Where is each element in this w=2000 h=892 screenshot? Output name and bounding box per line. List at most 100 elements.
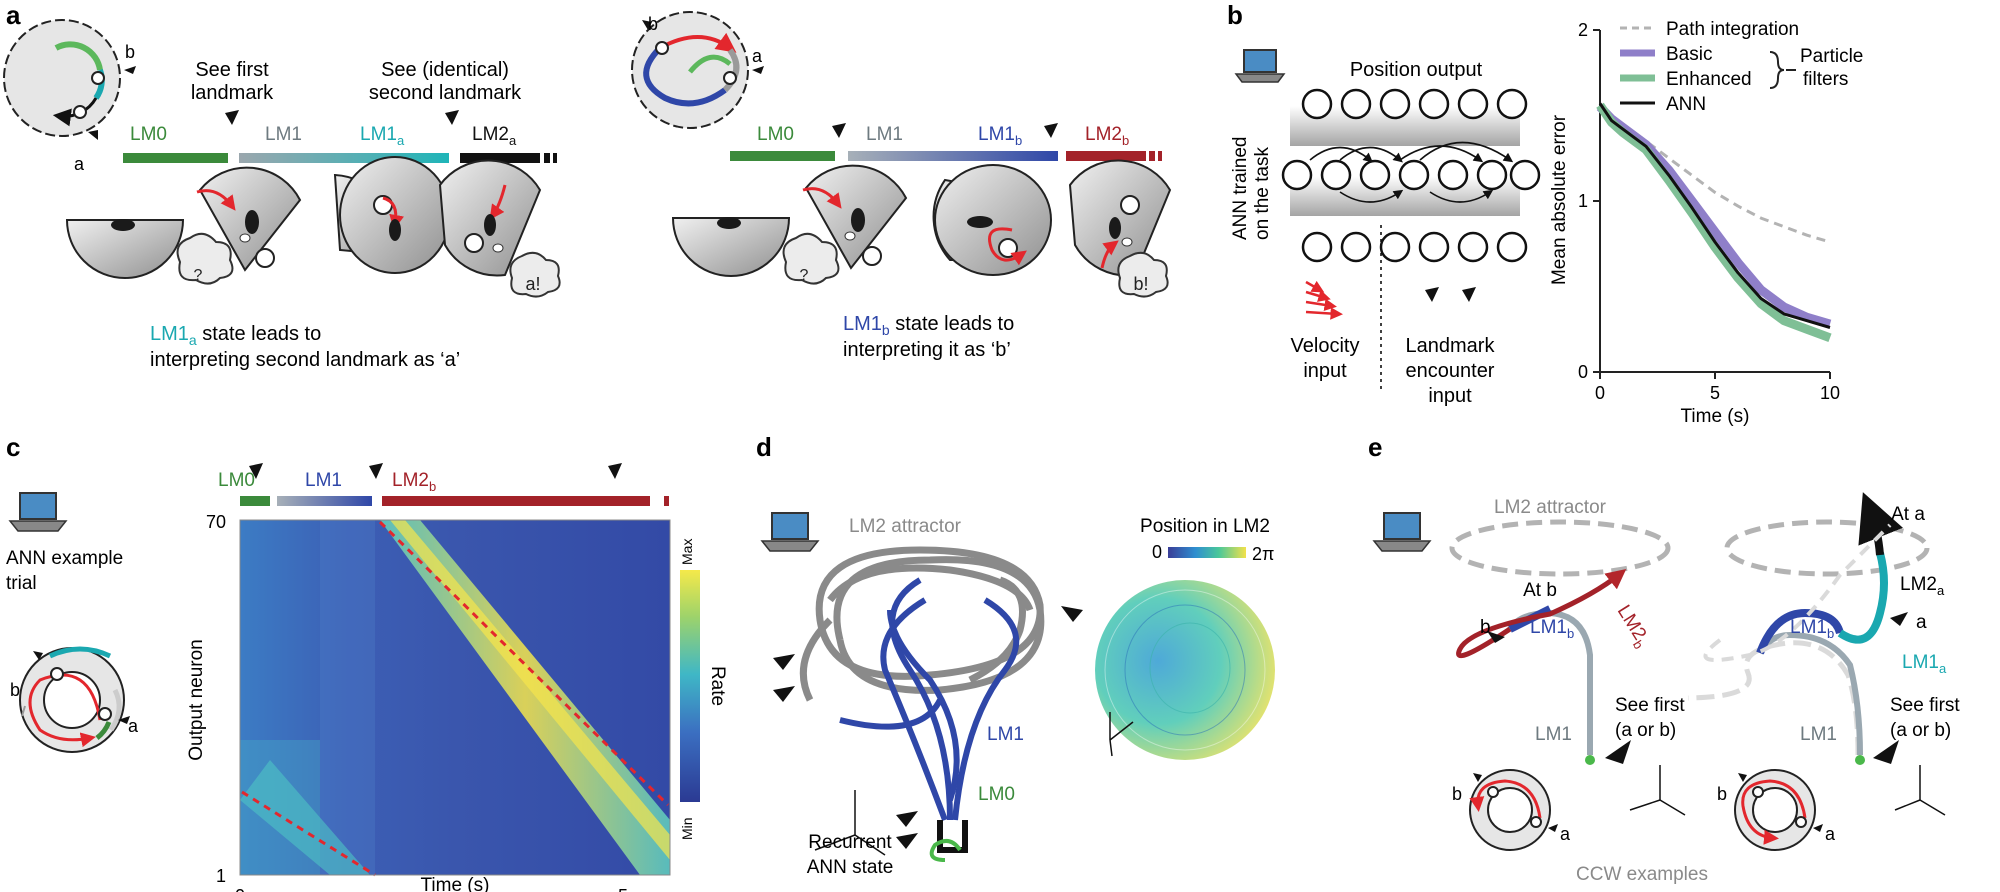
position-cloud (1095, 580, 1275, 760)
attractor-title-d: LM2 attractor (849, 516, 962, 537)
arrowhead-right-2 (1044, 123, 1058, 138)
arena-diagram-left (3, 19, 136, 140)
y-tick-70: 70 (206, 512, 226, 532)
legend-group-line1: Particle (1800, 46, 1863, 67)
y-tick-1: 1 (216, 866, 226, 886)
b-label-e: b (1480, 617, 1491, 638)
see-first-line1: See first (195, 59, 269, 81)
position-colorbar (1168, 547, 1246, 558)
attractor-trajectories-d (773, 546, 1083, 862)
a-label-e-right: a (1916, 612, 1927, 633)
position-max: 2π (1252, 544, 1274, 564)
y-tick-label: 1 (1578, 191, 1588, 211)
panel-d: d LM2 attractor (756, 432, 1275, 878)
lm0-label-d: LM0 (978, 784, 1015, 805)
bar-label-lm1-c: LM1 (305, 470, 342, 491)
panel-e: e LM2 attractor At b LM1b LM2b b LM1 See… (1368, 432, 1960, 885)
arena-diagram-right (631, 11, 764, 129)
heatmap-c: LM0 LM1 LM2b 70 1 0 5 Time (s) Output ne… (186, 463, 728, 892)
panel-letter-c: c (6, 432, 20, 462)
ann-example-line2: trial (6, 573, 37, 594)
panel-letter-a: a (6, 0, 21, 30)
bar-label-lm2b-right: LM2b (1085, 124, 1129, 148)
landmark-bar-left (123, 153, 557, 163)
see-first-e-right-2: (a or b) (1890, 720, 1951, 741)
caption-right-line1: LM1b state leads to (843, 313, 1014, 338)
arena-wedges-left: ? a! (65, 156, 561, 298)
x-tick-label: 0 (1595, 383, 1605, 403)
landmark-bar-right (730, 151, 1162, 161)
landmark-line1: Landmark (1406, 335, 1496, 357)
legend-enhanced: Enhanced (1666, 69, 1752, 90)
at-a-label: At a (1891, 504, 1925, 525)
thought-b-right: b! (1133, 274, 1148, 294)
y-tick-label: 2 (1578, 20, 1588, 40)
legend-basic: Basic (1666, 44, 1712, 65)
caption-right-line2: interpreting it as ‘b’ (843, 339, 1011, 361)
x-axis-title: Time (s) (1681, 406, 1750, 427)
bar-label-lm0-c: LM0 (218, 470, 255, 491)
lm2a-label-e: LM2a (1900, 574, 1945, 598)
bar-label-lm1b-right: LM1b (978, 124, 1022, 148)
x-tick-label: 5 (1710, 383, 1720, 403)
panel-letter-b: b (1227, 0, 1243, 30)
colorbar-min: Min (679, 817, 695, 840)
y-axis-title: Mean absolute error (1549, 114, 1570, 285)
trajectory-example-a (1687, 492, 1946, 816)
legend-brace (1769, 51, 1785, 89)
legend-group-line2: filters (1803, 69, 1848, 90)
corner-b-right: b (648, 14, 658, 34)
laptop-icon (760, 512, 820, 552)
x-tick-0: 0 (235, 886, 245, 892)
y-axis-title-c: Output neuron (186, 639, 207, 760)
series-line-ann (1598, 102, 1831, 329)
panel-letter-d: d (756, 432, 772, 462)
velocity-line2: input (1303, 360, 1347, 382)
see-first-e-left-1: See first (1615, 695, 1685, 716)
thought-q-left: ? (194, 267, 203, 284)
colorbar (680, 570, 700, 802)
see-second-line1: See (identical) (381, 59, 509, 81)
caption-left-line2: interpreting second landmark as ‘a’ (150, 349, 460, 371)
marker-a-c: a (128, 716, 139, 736)
arrowhead-second (445, 110, 459, 125)
lm1-label-e-left: LM1 (1535, 724, 1572, 745)
laptop-icon (8, 492, 68, 532)
at-b-label: At b (1523, 580, 1557, 601)
landmark-line2: encounter (1406, 360, 1495, 382)
ccw-examples-label: CCW examples (1576, 864, 1708, 885)
track-icon-left-e (1469, 769, 1558, 851)
colorbar-max: Max (679, 539, 695, 565)
ann-trained-line1: ANN trained (1230, 137, 1251, 241)
velocity-line1: Velocity (1291, 335, 1360, 357)
ann-trained-line2: on the task (1252, 147, 1273, 240)
bar-label-lm0-left: LM0 (130, 124, 167, 145)
trajectory-example-b (1449, 519, 1686, 816)
see-second-line2: second landmark (369, 82, 522, 104)
see-first-e-left-2: (a or b) (1615, 720, 1676, 741)
lm1b-label-e-right: LM1b (1790, 617, 1834, 641)
series-line-enhanced (1596, 102, 1832, 343)
panel-letter-e: e (1368, 432, 1382, 462)
network-diagram (1281, 88, 1541, 390)
recurrent-state-line2: ANN state (807, 857, 894, 878)
bar-label-lm2b-c: LM2b (392, 470, 436, 494)
landmark-line3: input (1428, 385, 1472, 407)
bar-label-lm2a-left: LM2a (472, 124, 517, 148)
corner-a-right: a (752, 46, 763, 66)
see-first-e-right-1: See first (1890, 695, 1960, 716)
track-diagram-c (19, 646, 130, 753)
marker-b-c: b (10, 680, 20, 700)
panel-c: c ANN example trial b a (6, 432, 728, 892)
b-label-icon-right: b (1717, 784, 1727, 804)
laptop-icon (1372, 512, 1432, 552)
position-output-label: Position output (1350, 59, 1483, 81)
bar-label-lm0-right: LM0 (757, 124, 794, 145)
a-label-icon-right: a (1825, 824, 1836, 844)
caption-left-line1: LM1a state leads to (150, 323, 321, 348)
lm1b-label-e: LM1b (1530, 617, 1574, 641)
bar-label-lm1-left: LM1 (265, 124, 302, 145)
a-label-icon-left: a (1560, 824, 1571, 844)
